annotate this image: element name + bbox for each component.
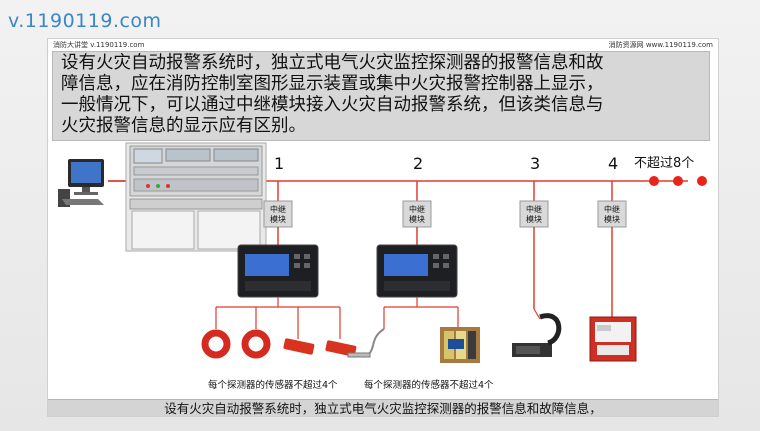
computer-icon	[58, 159, 104, 207]
banner-text: 设有火灾自动报警系统时，独立式电气火灾监控探测器的报警信息和故 障信息，应在消防…	[52, 51, 710, 141]
relay-module-label: 模块	[409, 214, 425, 224]
continuation-dot	[673, 176, 683, 186]
relay-module-3: 中继 模块	[519, 200, 549, 228]
current-sensor-bar-icon	[283, 338, 315, 355]
electrical-fire-detector-panel-1	[237, 244, 319, 298]
relay-module-2: 中继 模块	[402, 200, 432, 228]
banner-line: 障信息，应在消防控制室图形显示装置或集中火灾报警控制器上显示，	[61, 74, 604, 94]
continuation-dot	[697, 176, 707, 186]
independent-detector-with-sensor-icon	[512, 308, 562, 357]
continuation-dot	[649, 176, 659, 186]
branch-number-2: 2	[413, 154, 423, 173]
limit-label: 不超过8个	[634, 156, 694, 171]
slide: 消防大讲堂 v.1190119.com 消防资源网 www.1190119.co…	[47, 38, 719, 417]
system-diagram: 1 2 3 4 不超过8个 中继 模块 中继 模块 中继 模块	[58, 142, 707, 391]
relay-module-label: 中继	[526, 204, 542, 214]
relay-module-1: 中继 模块	[263, 200, 293, 228]
independent-detector-box-icon	[589, 316, 637, 362]
header-right-text: 消防资源网 www.1190119.com	[608, 41, 713, 49]
relay-module-4: 中继 模块	[597, 200, 627, 228]
site-url[interactable]: v.1190119.com	[8, 10, 162, 32]
residual-current-sensor-icon	[201, 329, 231, 359]
sensor-note-1: 每个探测器的传感器不超过4个	[208, 379, 338, 391]
relay-module-label: 模块	[526, 214, 542, 224]
temperature-sensor-icon	[347, 328, 385, 358]
sensor-note-2: 每个探测器的传感器不超过4个	[364, 379, 494, 391]
banner-line: 一般情况下，可以通过中继模块接入火灾自动报警系统，但该类信息与	[61, 95, 604, 115]
branch-number-3: 3	[530, 154, 540, 173]
electrical-fire-detector-panel-2	[376, 244, 458, 298]
fire-alarm-control-cabinet-icon	[125, 142, 267, 252]
relay-module-label: 中继	[270, 204, 286, 214]
relay-module-label: 模块	[604, 214, 620, 224]
banner-line: 设有火灾自动报警系统时，独立式电气火灾监控探测器的报警信息和故	[61, 53, 604, 73]
banner-line: 火灾报警信息的显示应有区别。	[61, 116, 306, 136]
installed-sensor-photo	[440, 327, 480, 363]
relay-module-label: 中继	[409, 204, 425, 214]
branch-number-4: 4	[608, 154, 618, 173]
relay-module-label: 中继	[604, 204, 620, 214]
branch-number-1: 1	[274, 154, 284, 173]
header-left-text: 消防大讲堂 v.1190119.com	[53, 41, 145, 49]
relay-module-label: 模块	[270, 214, 286, 224]
residual-current-sensor-icon	[241, 329, 271, 359]
caption-bar: 设有火灾自动报警系统时，独立式电气火灾监控探测器的报警信息和故障信息，	[48, 399, 718, 416]
